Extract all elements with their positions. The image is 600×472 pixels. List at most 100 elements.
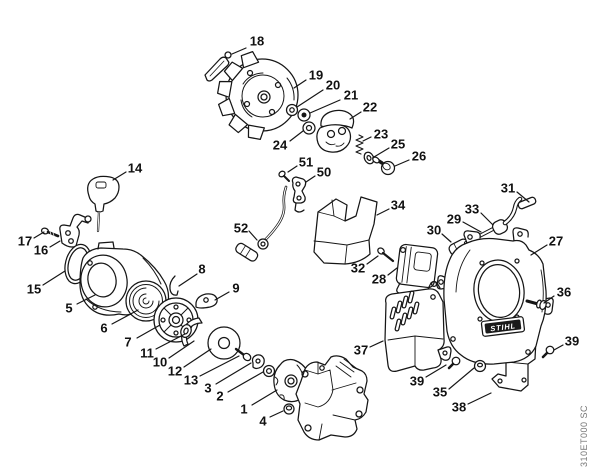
callout-23[interactable]: 23 xyxy=(362,127,388,142)
callout-4[interactable]: 4 xyxy=(259,410,284,429)
callout-39[interactable]: 39 xyxy=(410,364,447,389)
callout-51[interactable]: 51 xyxy=(287,155,313,173)
callout-37[interactable]: 37 xyxy=(354,340,384,358)
callout-number[interactable]: 33 xyxy=(465,202,479,217)
callout-50[interactable]: 50 xyxy=(305,165,331,183)
callout-number[interactable]: 10 xyxy=(153,355,167,370)
callout-number[interactable]: 5 xyxy=(65,301,72,316)
callout-number[interactable]: 29 xyxy=(447,212,461,227)
callout-number[interactable]: 30 xyxy=(427,223,441,238)
callout-number[interactable]: 13 xyxy=(184,373,198,388)
callout-11[interactable]: 11 xyxy=(140,333,186,361)
callout-number[interactable]: 3 xyxy=(204,381,211,396)
callout-number[interactable]: 21 xyxy=(344,88,358,103)
callout-38[interactable]: 38 xyxy=(452,392,492,415)
leader-line xyxy=(76,294,96,305)
callout-2[interactable]: 2 xyxy=(216,371,264,404)
callout-20[interactable]: 20 xyxy=(296,78,340,108)
callout-number[interactable]: 50 xyxy=(317,165,331,180)
callout-16[interactable]: 16 xyxy=(34,240,61,258)
callout-number[interactable]: 24 xyxy=(273,138,288,153)
callout-number[interactable]: 7 xyxy=(124,335,131,350)
part-screw-39-left-icon xyxy=(447,356,461,370)
callout-25[interactable]: 25 xyxy=(373,137,405,158)
part-pawl-3-icon xyxy=(251,354,265,370)
callout-5[interactable]: 5 xyxy=(65,294,96,316)
callout-15[interactable]: 15 xyxy=(27,270,66,297)
callout-36[interactable]: 36 xyxy=(543,285,571,304)
callout-1[interactable]: 1 xyxy=(240,389,278,417)
callout-number[interactable]: 26 xyxy=(412,149,426,164)
callout-39[interactable]: 39 xyxy=(553,334,579,351)
callout-number[interactable]: 28 xyxy=(372,272,386,287)
callout-number[interactable]: 38 xyxy=(452,400,466,415)
callout-number[interactable]: 25 xyxy=(391,137,405,152)
callout-number[interactable]: 52 xyxy=(234,221,248,236)
callout-21[interactable]: 21 xyxy=(309,88,358,114)
callout-number[interactable]: 15 xyxy=(27,282,41,297)
callout-3[interactable]: 3 xyxy=(204,362,252,396)
callout-number[interactable]: 34 xyxy=(391,198,406,213)
callout-7[interactable]: 7 xyxy=(124,324,161,350)
callout-number[interactable]: 14 xyxy=(128,161,143,176)
callout-31[interactable]: 31 xyxy=(501,181,530,203)
callout-30[interactable]: 30 xyxy=(427,223,452,243)
callout-number[interactable]: 20 xyxy=(326,78,340,93)
callout-number[interactable]: 23 xyxy=(374,127,388,142)
callout-19[interactable]: 19 xyxy=(293,68,323,89)
leader-line xyxy=(214,291,230,301)
callout-27[interactable]: 27 xyxy=(530,234,563,256)
leader-line xyxy=(248,230,258,241)
leader-line xyxy=(366,255,379,265)
callout-32[interactable]: 32 xyxy=(351,255,379,276)
callout-number[interactable]: 51 xyxy=(299,155,313,170)
callout-number[interactable]: 4 xyxy=(259,414,267,429)
callout-number[interactable]: 18 xyxy=(250,34,264,49)
callout-6[interactable]: 6 xyxy=(100,309,139,336)
callout-13[interactable]: 13 xyxy=(184,355,240,388)
callout-34[interactable]: 34 xyxy=(376,198,406,216)
callout-number[interactable]: 36 xyxy=(557,285,571,300)
callout-number[interactable]: 1 xyxy=(240,402,247,417)
callout-number[interactable]: 11 xyxy=(140,346,154,361)
callout-52[interactable]: 52 xyxy=(234,221,258,241)
leader-line xyxy=(287,165,298,173)
callout-number[interactable]: 39 xyxy=(565,334,579,349)
part-spring-23-icon xyxy=(355,134,364,155)
callout-26[interactable]: 26 xyxy=(394,149,426,167)
callout-24[interactable]: 24 xyxy=(273,130,304,153)
callout-12[interactable]: 12 xyxy=(168,348,212,379)
callout-18[interactable]: 18 xyxy=(231,34,264,55)
callout-number[interactable]: 22 xyxy=(363,100,377,115)
callout-22[interactable]: 22 xyxy=(349,100,377,120)
callout-number[interactable]: 17 xyxy=(18,234,32,249)
callout-10[interactable]: 10 xyxy=(153,340,195,370)
callout-number[interactable]: 32 xyxy=(351,261,365,276)
callout-number[interactable]: 31 xyxy=(501,181,515,196)
part-screw-17-icon xyxy=(40,227,60,238)
part-screw-32-icon xyxy=(377,247,395,263)
callout-33[interactable]: 33 xyxy=(465,202,494,226)
callout-number[interactable]: 2 xyxy=(216,389,223,404)
callout-14[interactable]: 14 xyxy=(112,161,143,181)
callout-number[interactable]: 6 xyxy=(100,321,107,336)
callout-number[interactable]: 39 xyxy=(410,374,424,389)
callout-17[interactable]: 17 xyxy=(18,231,45,249)
callout-number[interactable]: 16 xyxy=(34,243,48,258)
callout-number[interactable]: 12 xyxy=(168,364,182,379)
part-screw-51-icon xyxy=(278,170,290,182)
callout-number[interactable]: 9 xyxy=(232,281,239,296)
callout-29[interactable]: 29 xyxy=(447,212,482,233)
callout-number[interactable]: 35 xyxy=(433,385,447,400)
leader-line xyxy=(289,130,304,142)
callout-8[interactable]: 8 xyxy=(178,262,206,287)
callout-35[interactable]: 35 xyxy=(433,367,475,400)
callout-number[interactable]: 19 xyxy=(309,68,323,83)
callout-number[interactable]: 8 xyxy=(198,262,205,277)
leader-line xyxy=(362,136,372,142)
part-clip-8-icon xyxy=(169,275,179,296)
callout-number[interactable]: 27 xyxy=(549,234,563,249)
callout-9[interactable]: 9 xyxy=(214,281,240,301)
callout-number[interactable]: 37 xyxy=(354,343,368,358)
callout-28[interactable]: 28 xyxy=(372,267,398,287)
